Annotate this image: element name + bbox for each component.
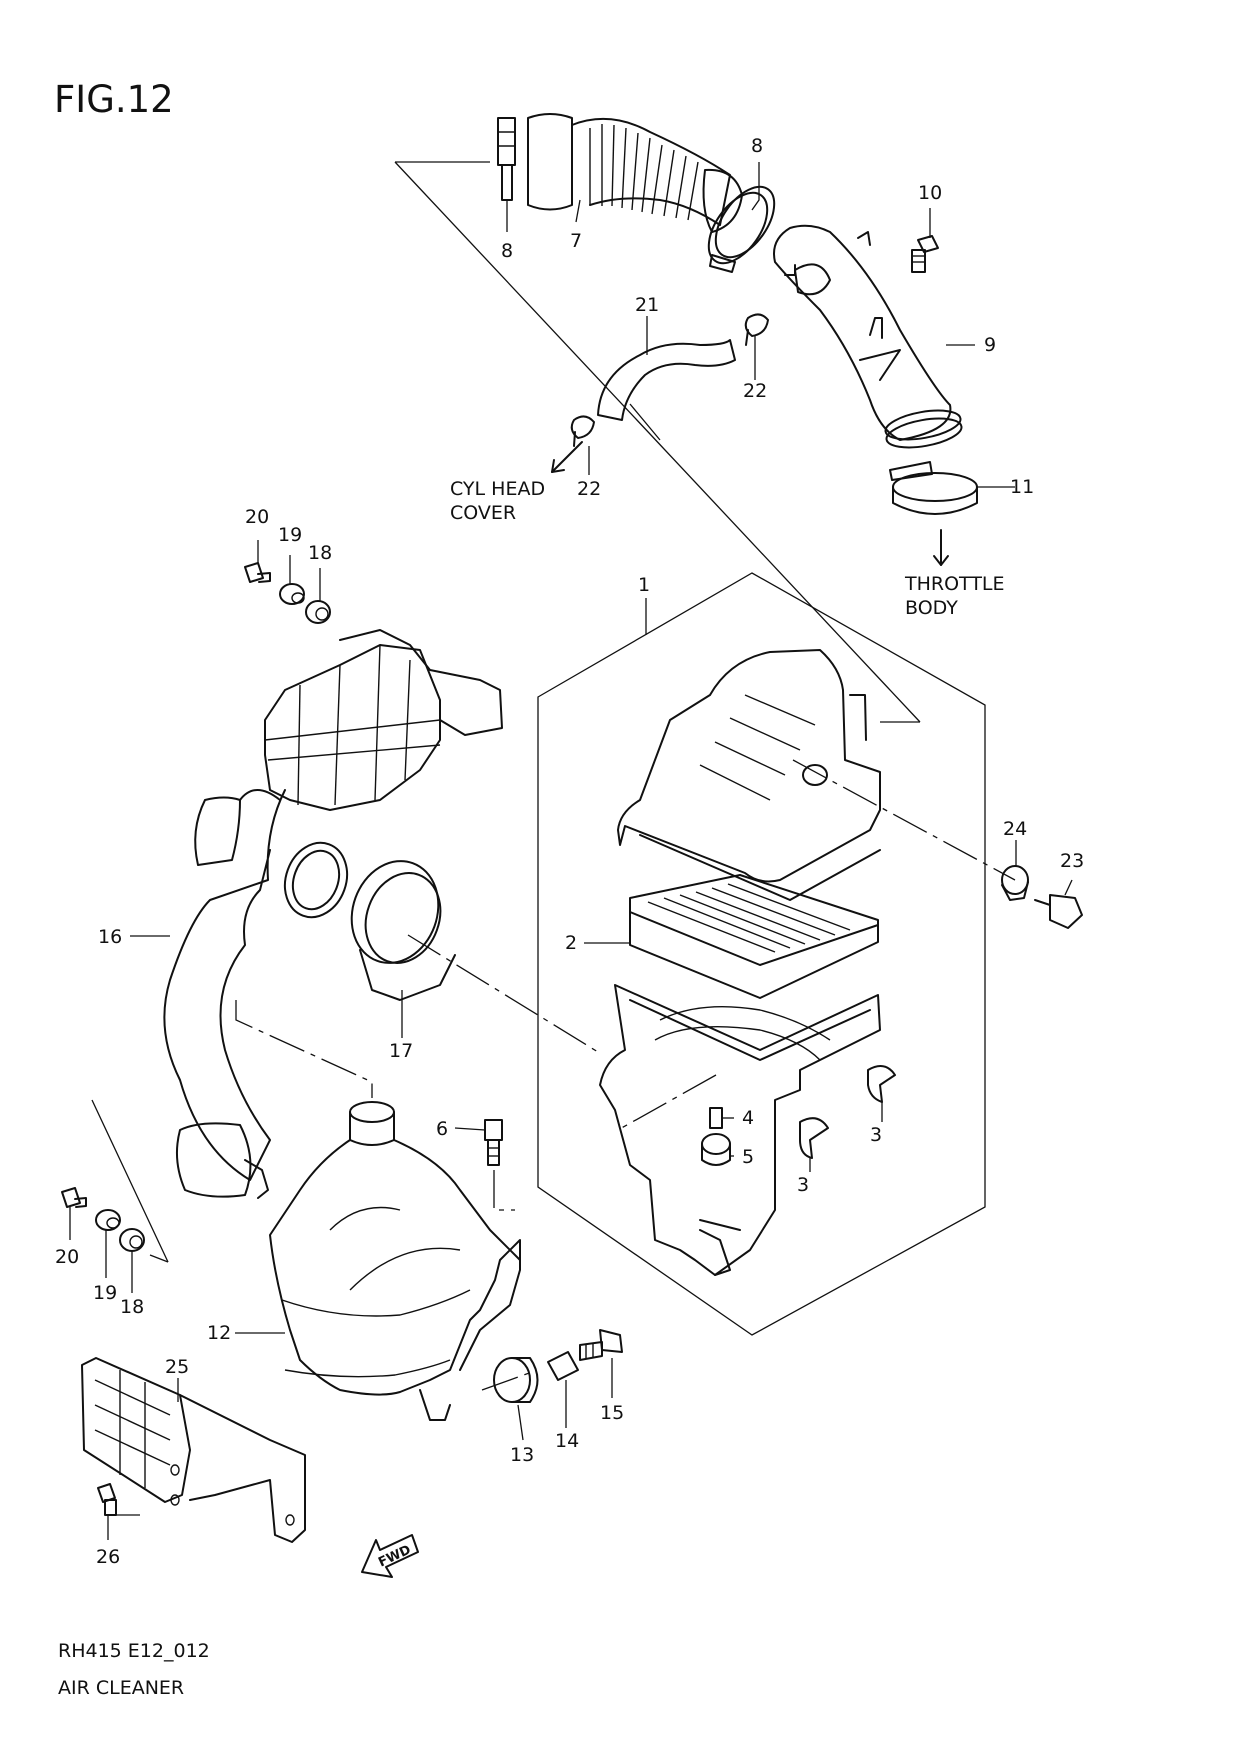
bolt-part-15 [579,1329,623,1361]
callout-14: 14 [555,1430,580,1452]
callout-24: 24 [1003,818,1028,840]
clip-part-22-upper [744,313,769,346]
ring-gasket [283,841,349,919]
collar-part-14 [547,1351,579,1381]
callout-15: 15 [600,1402,625,1424]
grommet-part-18-upper [305,600,331,624]
breather-hose-part-21 [597,339,736,421]
bracket-part-25 [81,1357,306,1543]
callout-18: 18 [308,542,333,564]
hose-clamp-part-8-right [707,185,776,273]
callout-20: 20 [55,1246,80,1268]
bolt-part-20-lower [61,1187,87,1208]
callout-6: 6 [436,1118,449,1140]
callout-7: 7 [570,230,583,252]
assembly-outline-upper [394,161,921,723]
callout-13: 13 [510,1444,535,1466]
intake-pipe-part-9 [773,224,963,449]
callout-11: 11 [1010,476,1035,498]
callout-8: 8 [751,135,764,157]
clip-part-22-lower [570,415,595,447]
callout-10: 10 [918,182,943,204]
connector-part-17 [350,860,456,1001]
callout-4: 4 [742,1107,755,1129]
clamp-band-part-11 [889,461,978,515]
bolt-part-10 [911,235,939,273]
figure-title: FIG.12 [54,78,174,121]
fwd-arrow-icon [361,1534,419,1578]
assembly-outline-left-duct [91,1099,169,1263]
figure-name: AIR CLEANER [58,1677,185,1699]
assembly-outline-air-cleaner [537,572,986,1336]
hose-clamp-part-8-left [497,117,516,201]
callout-22: 22 [743,380,768,402]
leader-lines [69,162,1073,1540]
alignment-lines [235,759,1016,1391]
air-cleaner-case [599,984,881,1276]
callout-5: 5 [742,1146,755,1168]
bolt-part-6 [484,1119,503,1166]
callout-17: 17 [389,1040,414,1062]
callout-12: 12 [207,1322,232,1344]
grommet-part-13 [493,1357,539,1403]
washer-part-19-lower [95,1209,121,1231]
air-cleaner-element-part-2 [629,874,879,999]
callout-16: 16 [98,926,123,948]
callout-3: 3 [797,1174,810,1196]
callout-3: 3 [870,1124,883,1146]
cyl-head-cover-note: COVER [450,502,517,524]
throttle-body-note: BODY [905,597,958,619]
intake-hose-part-7 [527,113,743,233]
clip-part-3-left [799,1117,829,1159]
arrow-to-cyl-head-cover [551,441,583,473]
clamp-part-23 [1034,894,1083,929]
callout-18: 18 [120,1296,145,1318]
callout-26: 26 [96,1546,121,1568]
cyl-head-cover-note: CYL HEAD [450,478,546,500]
callout-8: 8 [501,240,514,262]
callout-19: 19 [278,524,303,546]
grommet-part-18-lower [119,1228,145,1252]
callout-2: 2 [565,932,578,954]
callout-22: 22 [577,478,602,500]
pin-part-4 [709,1107,723,1129]
air-cleaner-cover-part-1 [617,649,881,901]
bolt-part-20-upper [244,562,271,583]
callout-19: 19 [93,1282,118,1304]
bolt-part-26 [97,1483,117,1516]
arrow-to-throttle-body [933,529,949,566]
clip-part-3-right [867,1065,896,1103]
callout-20: 20 [245,506,270,528]
callout-9: 9 [984,334,997,356]
damper-part-5 [701,1133,731,1166]
washer-part-19-upper [279,583,305,605]
callout-25: 25 [165,1356,190,1378]
grommet-part-24 [1001,865,1029,901]
resonator-part-12 [269,1101,521,1421]
inlet-duct-part-16 [163,629,503,1199]
callout-21: 21 [635,294,660,316]
callout-1: 1 [638,574,651,596]
figure-code: RH415 E12_012 [58,1640,210,1662]
callout-23: 23 [1060,850,1085,872]
throttle-body-note: THROTTLE [905,573,1005,595]
